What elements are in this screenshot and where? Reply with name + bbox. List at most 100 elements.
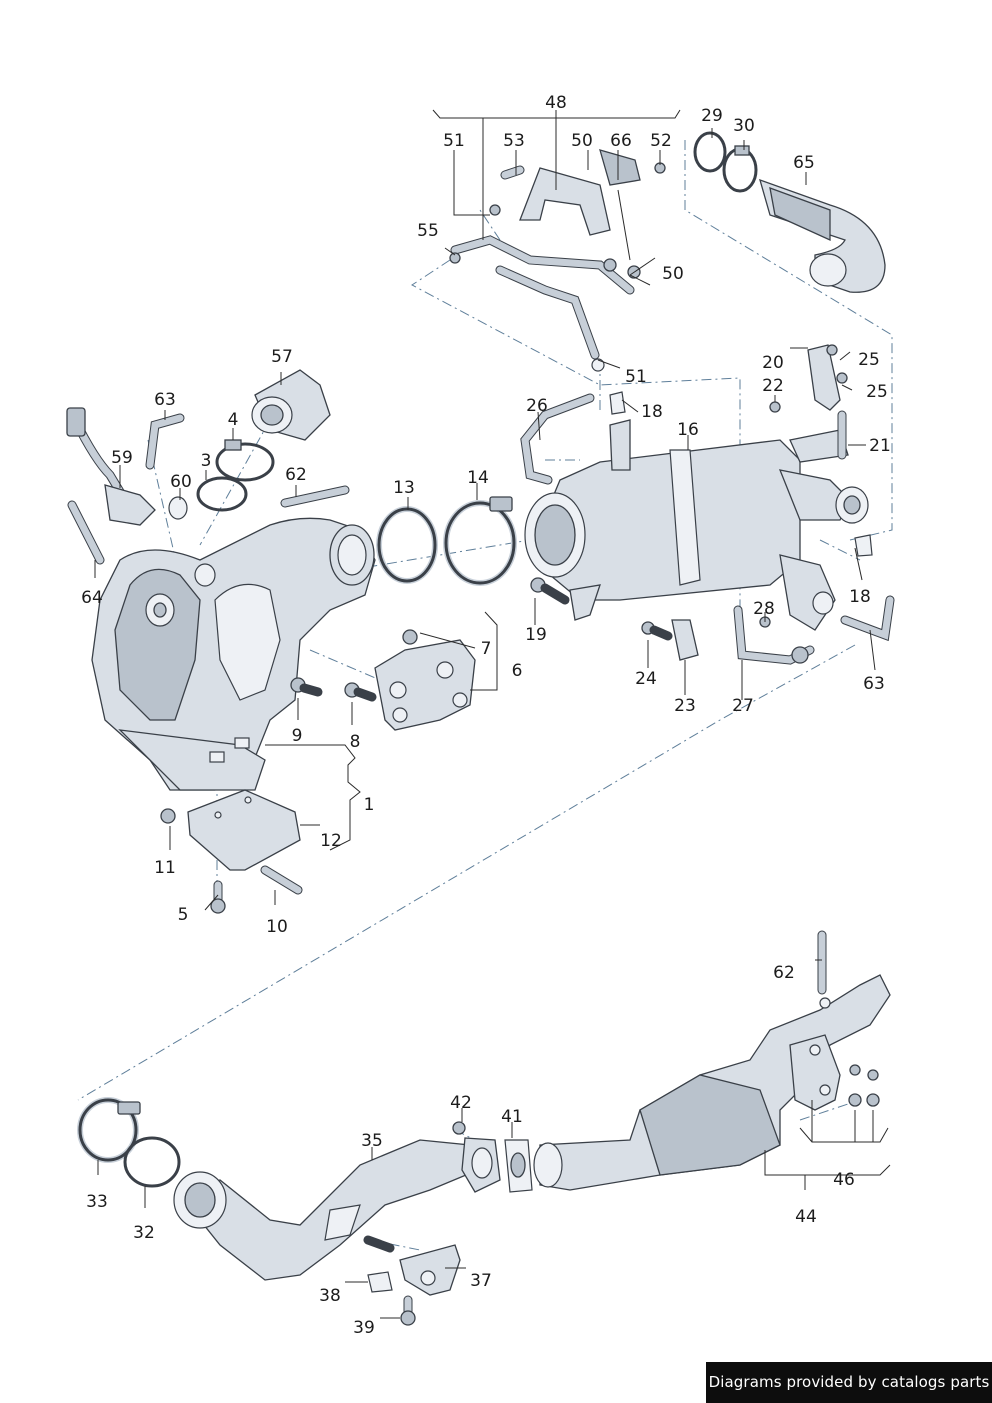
clamp-33	[77, 1097, 141, 1163]
callout-18-lower: 18	[849, 587, 871, 607]
callout-51-mid: 51	[625, 367, 647, 387]
callout-21: 21	[869, 436, 891, 456]
bracket-37	[399, 1244, 461, 1296]
callout-5: 5	[178, 905, 189, 925]
callout-53: 53	[503, 131, 525, 151]
pressure-pipe-assembly-48	[449, 149, 666, 372]
callout-32: 32	[133, 1223, 155, 1243]
clamp-ring-30	[722, 145, 758, 193]
sensor-stud-35	[363, 1235, 395, 1253]
callout-37: 37	[470, 1271, 492, 1291]
stud-64	[67, 500, 105, 565]
nut-11	[160, 808, 176, 824]
callout-50-right: 50	[662, 264, 684, 284]
bolt-24	[641, 621, 673, 641]
gasket-ring-32	[123, 1136, 181, 1188]
callout-4: 4	[228, 410, 239, 430]
callout-52: 52	[650, 131, 672, 151]
callout-28: 28	[753, 599, 775, 619]
callout-11: 11	[154, 858, 176, 878]
callout-63-right: 63	[863, 674, 885, 694]
callout-7: 7	[481, 639, 492, 659]
bolt-8	[344, 682, 377, 702]
clip-18-lower	[854, 534, 873, 557]
callout-6: 6	[512, 661, 523, 681]
credit-banner: Diagrams provided by catalogs parts	[706, 1362, 992, 1403]
callout-12: 12	[320, 831, 342, 851]
stud-10	[260, 865, 303, 895]
callout-62-upper: 62	[285, 465, 307, 485]
callout-9: 9	[292, 726, 303, 746]
flange-pipe-57	[251, 369, 331, 441]
nuts-46	[848, 1064, 880, 1107]
callout-20: 20	[762, 353, 784, 373]
particulate-filter-16	[524, 419, 869, 631]
callout-41: 41	[501, 1107, 523, 1127]
callout-60: 60	[170, 472, 192, 492]
pipe-27	[733, 605, 815, 665]
leader-lines	[94, 109, 891, 1319]
callout-27: 27	[732, 696, 754, 716]
front-pipe-35	[173, 1137, 501, 1281]
stud-62-upper	[280, 485, 350, 508]
bracket-20-21	[769, 344, 849, 463]
gasket-41	[504, 1139, 533, 1193]
gasket-ring-13	[376, 506, 438, 584]
callout-25-lower: 25	[866, 382, 888, 402]
bolt-9	[290, 677, 323, 697]
turbo-outlet-housing	[91, 517, 376, 791]
callout-38: 38	[319, 1286, 341, 1306]
callout-66: 66	[610, 131, 632, 151]
bolt-5	[210, 880, 226, 914]
sensor-63-upper	[145, 413, 185, 470]
gasket-ring-29	[693, 131, 727, 173]
callout-22: 22	[762, 376, 784, 396]
callout-1: 1	[364, 795, 375, 815]
bolt-39	[400, 1295, 416, 1326]
callout-25-upper: 25	[858, 350, 880, 370]
callout-23: 23	[674, 696, 696, 716]
clip-18-upper	[609, 391, 626, 415]
nut-42	[452, 1121, 466, 1135]
callout-8: 8	[350, 732, 361, 752]
callout-3: 3	[201, 451, 212, 471]
callout-44: 44	[795, 1207, 817, 1227]
callout-51-top: 51	[443, 131, 465, 151]
callout-10: 10	[266, 917, 288, 937]
callout-labels: 48 51 53 50 66 52 55 50 51 29 30 65 20 2…	[81, 93, 891, 1338]
callout-59: 59	[111, 448, 133, 468]
pressure-pipe-26	[520, 393, 595, 485]
callout-55: 55	[417, 221, 439, 241]
callout-29: 29	[701, 106, 723, 126]
callout-39: 39	[353, 1318, 375, 1338]
callout-62-lower: 62	[773, 963, 795, 983]
callout-50-top: 50	[571, 131, 593, 151]
clip-38	[367, 1271, 393, 1293]
callout-33: 33	[86, 1192, 108, 1212]
gasket-ring-3	[196, 476, 248, 512]
callout-30: 30	[733, 116, 755, 136]
sensor-59	[66, 407, 156, 526]
callout-63-upper: 63	[154, 390, 176, 410]
flex-pipe-65	[759, 178, 886, 293]
callout-16: 16	[677, 420, 699, 440]
callout-13: 13	[393, 478, 415, 498]
callout-57: 57	[271, 347, 293, 367]
callout-65: 65	[793, 153, 815, 173]
bracket-23	[671, 619, 699, 661]
sensor-63-right	[840, 595, 895, 642]
callout-64: 64	[81, 588, 103, 608]
clamp-ring-4	[215, 439, 275, 482]
callout-18-upper: 18	[641, 402, 663, 422]
callout-26: 26	[526, 396, 548, 416]
callout-14: 14	[467, 468, 489, 488]
bracket-6	[374, 629, 476, 731]
catalytic-converter-44	[533, 974, 891, 1191]
callout-48: 48	[545, 93, 567, 113]
bracket-12	[187, 789, 301, 871]
callout-46: 46	[833, 1170, 855, 1190]
callout-24: 24	[635, 669, 657, 689]
part-60	[168, 496, 188, 520]
callout-42: 42	[450, 1093, 472, 1113]
